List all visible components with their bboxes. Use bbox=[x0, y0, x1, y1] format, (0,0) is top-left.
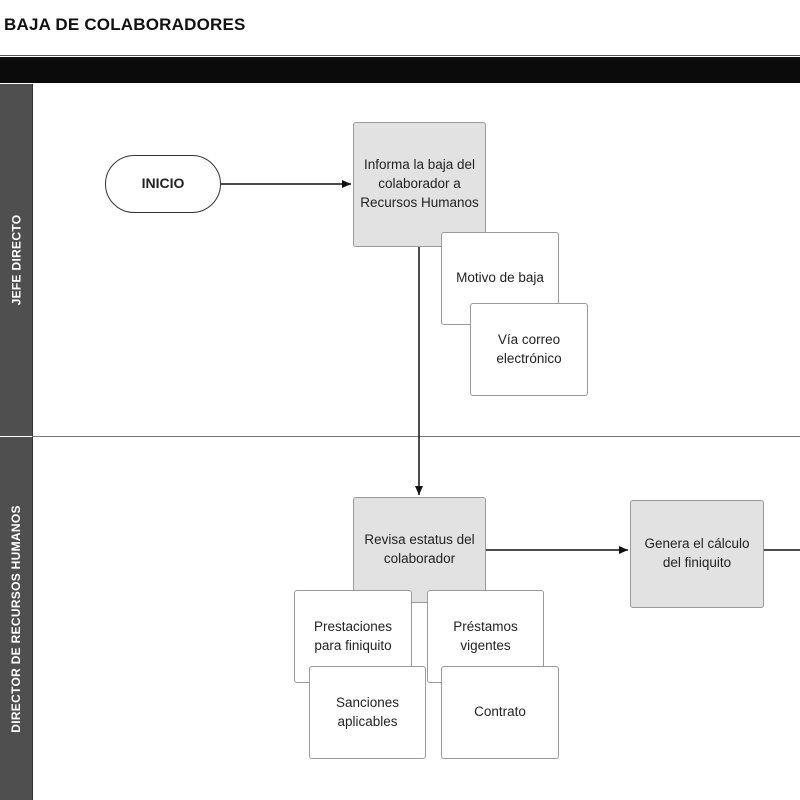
note-contrato[interactable]: Contrato bbox=[441, 666, 559, 759]
note-sanciones[interactable]: Sanciones aplicables bbox=[309, 666, 426, 759]
header-bar bbox=[0, 57, 800, 83]
start-node[interactable]: INICIO bbox=[105, 155, 221, 213]
lane-strip-director-rh bbox=[0, 437, 33, 800]
header-divider bbox=[0, 55, 800, 56]
process-genera-calculo[interactable]: Genera el cálculo del finiquito bbox=[630, 500, 764, 608]
lane-divider bbox=[32, 436, 800, 437]
process-revisa-estatus[interactable]: Revisa estatus del colaborador bbox=[353, 497, 486, 603]
note-via-correo[interactable]: Vía correo electrónico bbox=[470, 303, 588, 396]
process-informa-baja[interactable]: Informa la baja del colaborador a Recurs… bbox=[353, 122, 486, 247]
lane-strip-jefe-directo bbox=[0, 84, 33, 436]
diagram-title: BAJA DE COLABORADORES bbox=[4, 15, 246, 34]
